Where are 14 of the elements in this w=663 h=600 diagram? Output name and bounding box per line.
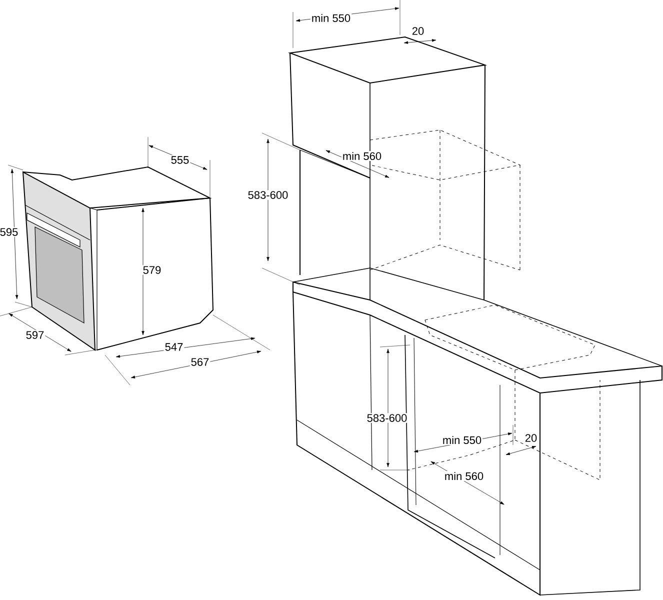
- dimension-label: min 550: [441, 434, 483, 446]
- dimension-label: 583-600: [246, 190, 290, 200]
- dimension-label: min 560: [443, 470, 485, 482]
- dimension-label: 567: [190, 357, 210, 367]
- dimension-label: 595: [0, 227, 20, 237]
- dimension-label: min 560: [341, 150, 383, 162]
- dimension-label: 583-600: [366, 413, 408, 423]
- dimension-label: 555: [170, 155, 190, 165]
- dimension-label: 597: [24, 330, 46, 340]
- dimension-label: 20: [410, 26, 426, 36]
- dimension-label: min 550: [310, 12, 352, 24]
- dimension-label: 20: [524, 433, 538, 443]
- dimension-label: 547: [164, 342, 184, 352]
- dimension-label: 579: [142, 265, 162, 275]
